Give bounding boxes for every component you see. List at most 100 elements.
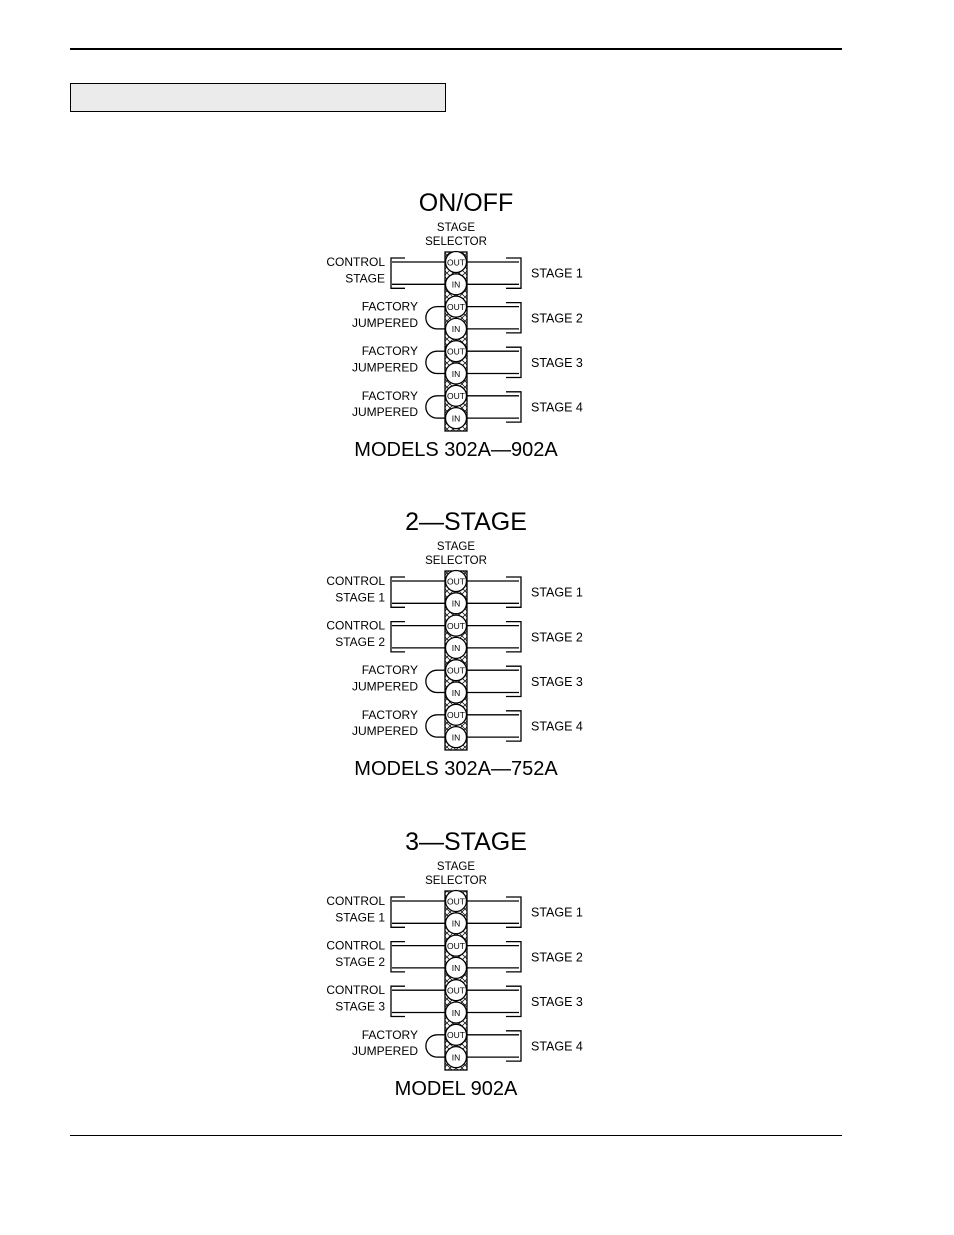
terminal-in-label: IN <box>452 369 461 379</box>
left-label-line2: STAGE 1 <box>335 590 385 604</box>
stage-label: STAGE 2 <box>531 950 583 964</box>
left-label-line2: JUMPERED <box>352 680 418 694</box>
stage-bracket <box>506 1030 522 1062</box>
terminal-in <box>444 317 468 341</box>
left-label-line1: CONTROL <box>326 894 385 908</box>
terminal-out <box>444 295 468 318</box>
terminal-out-label: OUT <box>447 347 465 357</box>
stage-label: STAGE 2 <box>531 311 583 325</box>
stage-row-4: OUT IN STAGE 4 FACTORY JUMPERED <box>352 703 583 749</box>
control-bracket <box>390 896 405 928</box>
stage-label: STAGE 3 <box>531 675 583 689</box>
diagram-title: ON/OFF <box>419 189 513 217</box>
terminal-in-label: IN <box>452 643 461 653</box>
terminal-in-label: IN <box>452 413 461 423</box>
stage-bracket <box>506 576 522 608</box>
stage-bracket <box>506 710 522 742</box>
left-label-line2: JUMPERED <box>352 405 418 419</box>
terminal-out-label: OUT <box>447 621 465 631</box>
terminal-out-label: OUT <box>447 986 465 996</box>
terminal-out-label: OUT <box>447 576 465 586</box>
stage-label: STAGE 1 <box>531 267 583 281</box>
stage-bracket <box>506 985 522 1018</box>
left-label-line2: STAGE 2 <box>335 955 385 969</box>
terminal-in <box>444 1001 468 1024</box>
left-label-line1: CONTROL <box>326 983 385 997</box>
left-label-line1: CONTROL <box>326 574 385 588</box>
terminal-in <box>444 636 468 660</box>
terminal-out <box>444 569 468 593</box>
terminal-out <box>444 979 468 1002</box>
stage-row-1: OUT IN STAGE 1 CONTROL STAGE 1 <box>326 569 583 615</box>
left-label-line2: JUMPERED <box>352 361 418 375</box>
stage-bracket <box>506 301 522 334</box>
stage-label: STAGE 3 <box>531 356 583 370</box>
diagram-title: 2—STAGE <box>405 508 527 536</box>
left-label-line2: STAGE <box>345 271 385 285</box>
terminal-in <box>444 592 468 615</box>
stage-bracket <box>506 346 522 379</box>
terminal-in-label: IN <box>452 280 461 290</box>
factory-jumper-loop <box>425 714 438 738</box>
selector-label-line1: STAGE <box>437 541 475 553</box>
terminal-in <box>444 362 468 385</box>
left-label-line2: JUMPERED <box>352 1044 418 1058</box>
stage-bracket <box>506 896 522 928</box>
terminal-out <box>444 1023 468 1046</box>
control-bracket <box>390 257 405 289</box>
terminal-in-label: IN <box>452 732 461 742</box>
models-caption: MODELS 302A—752A <box>354 758 558 780</box>
stage-label: STAGE 4 <box>531 1039 583 1053</box>
terminal-out <box>444 659 468 682</box>
control-bracket <box>390 620 405 653</box>
terminal-out-label: OUT <box>447 666 465 676</box>
terminal-in <box>444 912 468 935</box>
terminal-out-label: OUT <box>447 710 465 720</box>
selector-label-line2: SELECTOR <box>425 555 487 567</box>
terminal-out <box>444 614 468 637</box>
stage-label: STAGE 4 <box>531 400 583 414</box>
section-header-box <box>70 83 446 112</box>
terminal-in-label: IN <box>452 919 461 929</box>
stage-label: STAGE 4 <box>531 719 583 733</box>
selector-label-line2: SELECTOR <box>425 875 487 887</box>
terminal-out <box>444 340 468 363</box>
terminal-out <box>444 934 468 957</box>
factory-jumper-loop <box>425 395 438 419</box>
left-label-line2: STAGE 2 <box>335 635 385 649</box>
terminal-out-label: OUT <box>447 1030 465 1040</box>
stage-label: STAGE 2 <box>531 630 583 644</box>
left-label-line1: FACTORY <box>362 1028 418 1042</box>
factory-jumper-loop <box>425 350 438 375</box>
stage-bracket <box>506 391 522 423</box>
left-label-line1: FACTORY <box>362 708 418 722</box>
selector-label-line1: STAGE <box>437 222 475 234</box>
terminal-out-label: OUT <box>447 391 465 401</box>
terminal-in-label: IN <box>452 599 461 609</box>
terminal-in-label: IN <box>452 1052 461 1062</box>
terminal-out <box>444 384 468 407</box>
terminal-out-label: OUT <box>447 257 465 267</box>
models-caption: MODEL 902A <box>395 1078 518 1100</box>
stage-label: STAGE 1 <box>531 906 583 920</box>
stage-label: STAGE 1 <box>531 586 583 600</box>
left-label-line2: JUMPERED <box>352 724 418 738</box>
selector-label-line2: SELECTOR <box>425 236 487 248</box>
stage-label: STAGE 3 <box>531 995 583 1009</box>
models-caption: MODELS 302A—902A <box>354 439 558 461</box>
control-bracket <box>390 985 405 1018</box>
left-label-line1: FACTORY <box>362 663 418 677</box>
terminal-out-label: OUT <box>447 302 465 312</box>
control-bracket <box>390 576 405 608</box>
left-label-line2: STAGE 3 <box>335 1000 385 1014</box>
stage-bracket <box>506 940 522 973</box>
factory-jumper-loop <box>425 669 438 694</box>
top-rule <box>70 48 842 50</box>
